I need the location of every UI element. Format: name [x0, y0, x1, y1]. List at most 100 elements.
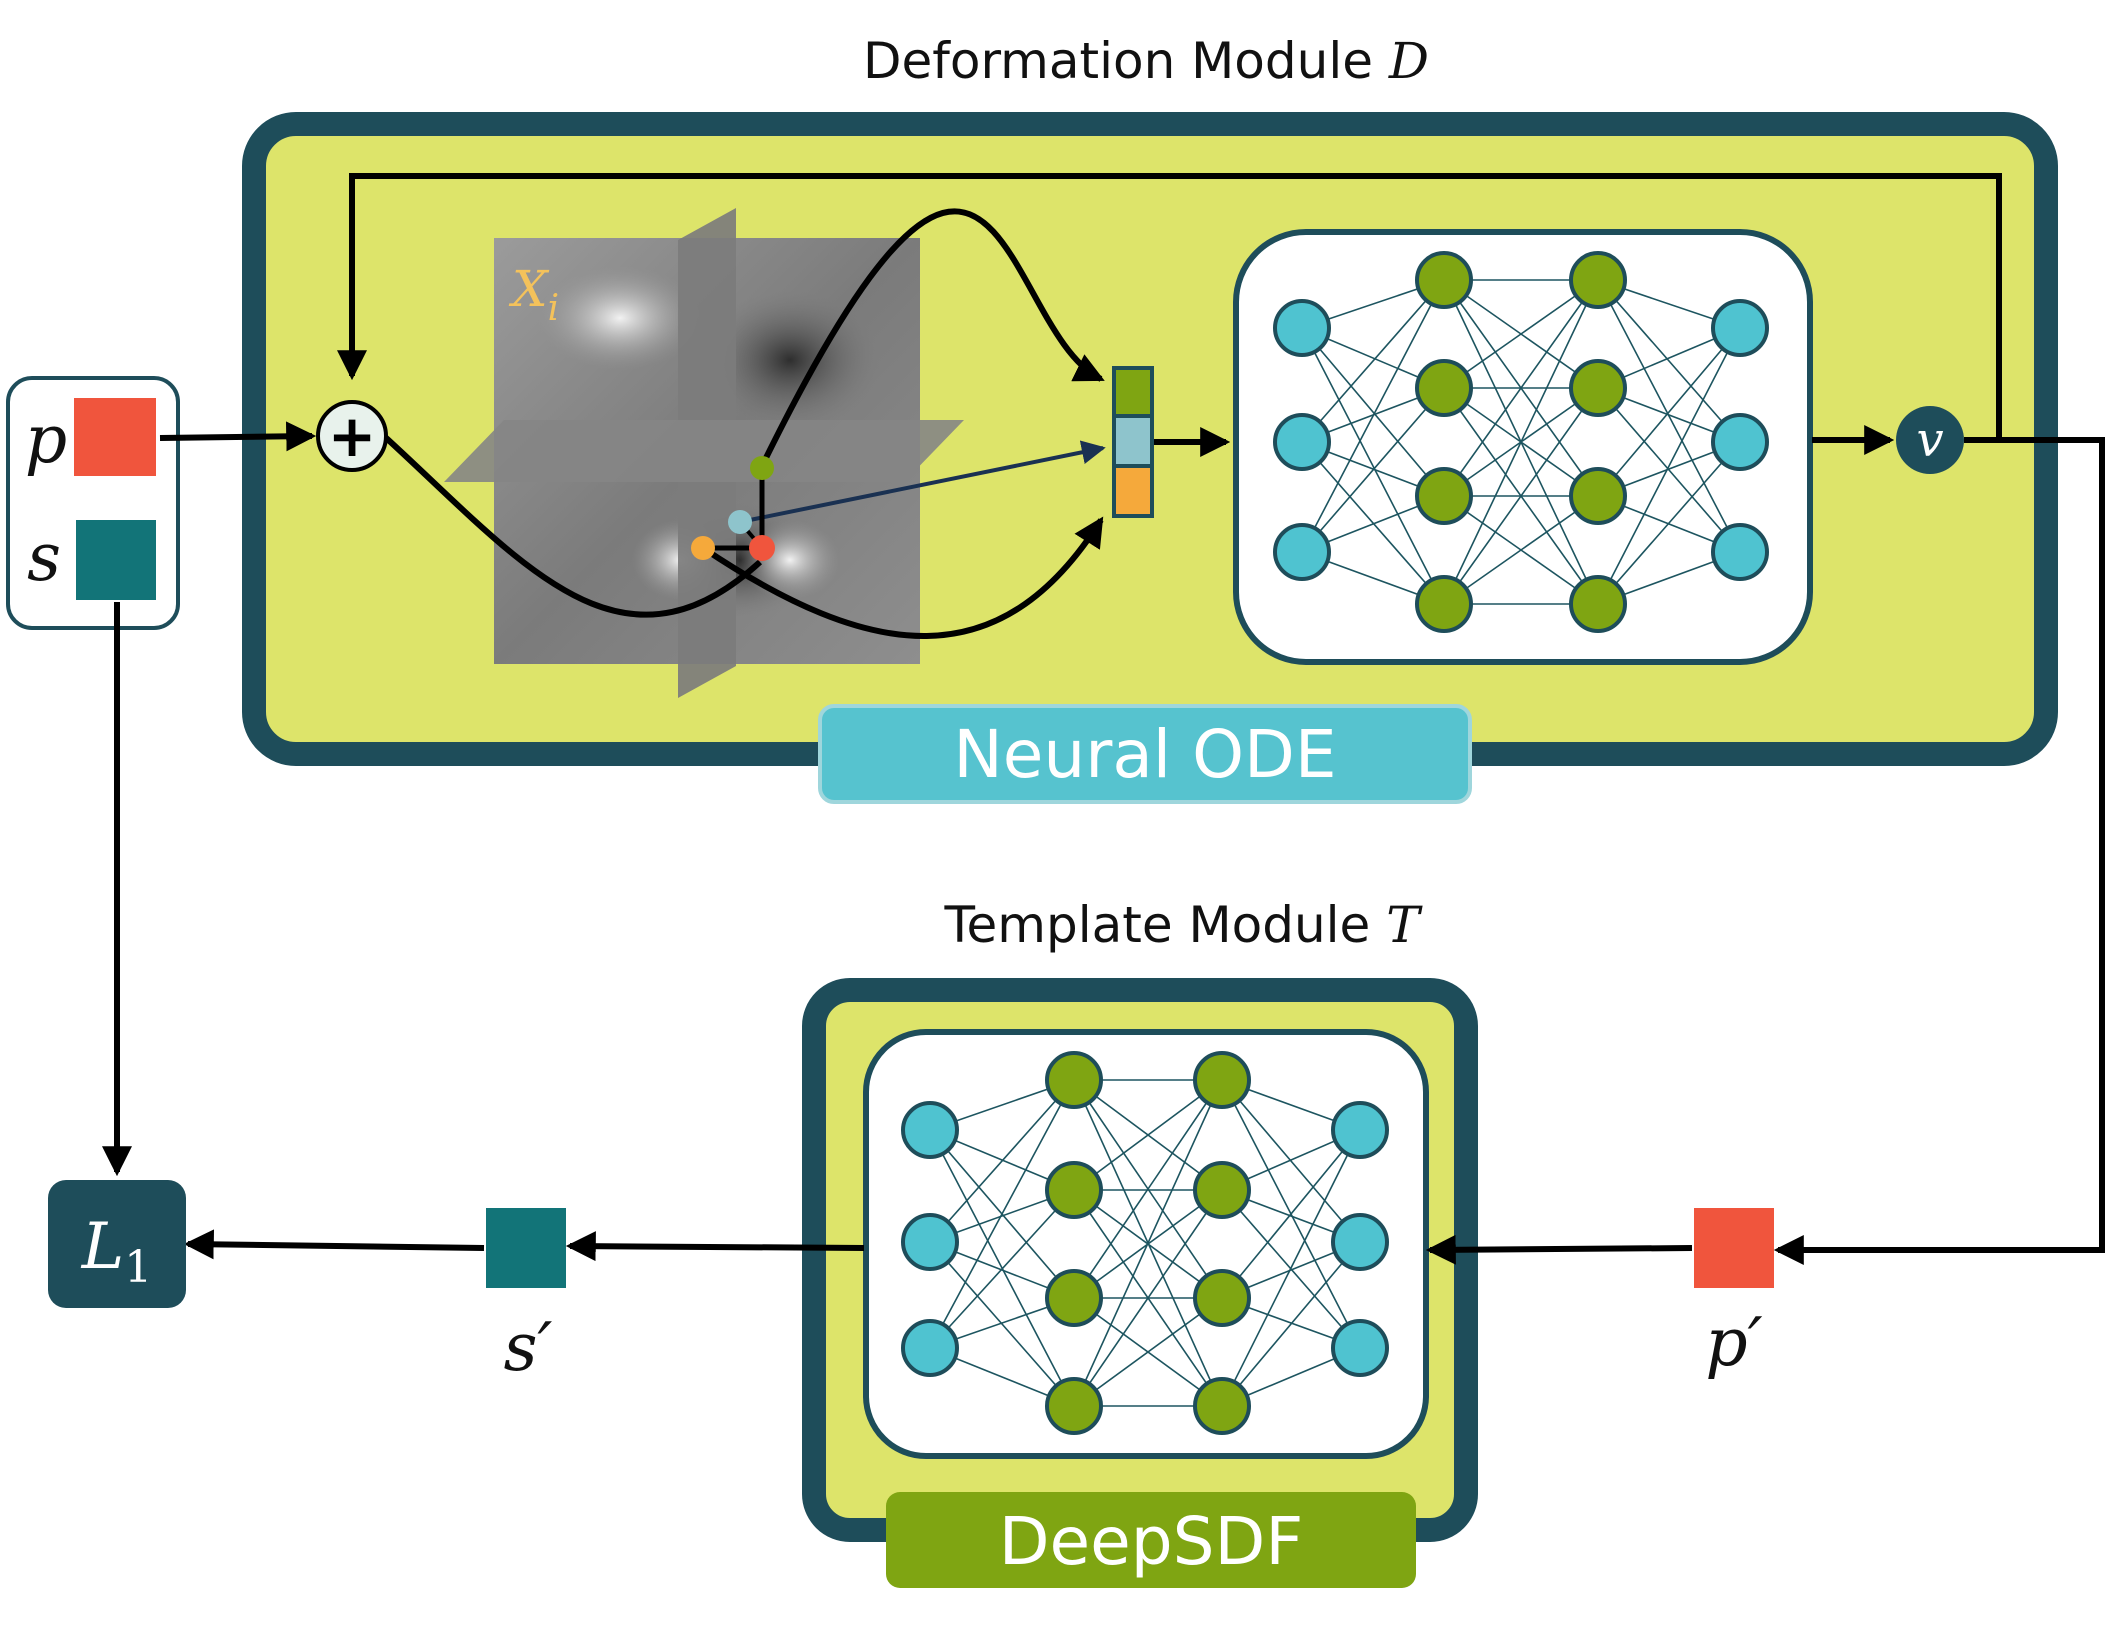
velocity-node: [1896, 406, 1964, 474]
p-to-plus-arrow: [159, 421, 317, 452]
mlp-connection: [1597, 279, 1741, 443]
mlp-connection: [1443, 279, 1599, 497]
plus-symbol: +: [328, 402, 377, 470]
mlp-connection: [1597, 387, 1741, 553]
mlp-connection: [1443, 495, 1599, 605]
mlp-io-node: [1331, 1319, 1389, 1377]
mlp-connection: [1221, 1129, 1361, 1299]
mlp-connection: [1221, 1241, 1361, 1407]
deepsdf-badge: [886, 1492, 1416, 1588]
deformation-module-title: Deformation Module D: [863, 32, 1429, 90]
mlp-hidden-node: [1193, 1051, 1251, 1109]
mlp-connection: [1073, 1079, 1223, 1407]
mlp-hidden-node: [1415, 575, 1473, 633]
mlp-io-node: [1331, 1213, 1389, 1271]
p-prime-to-template-arrow: [1425, 1234, 1693, 1265]
mlp-io-node: [901, 1101, 959, 1159]
mlp-hidden-node: [1045, 1377, 1103, 1435]
mlp-io-node: [901, 1319, 959, 1377]
mlp-connection: [1073, 1079, 1223, 1191]
red-sample-dot: [749, 535, 775, 561]
mlp-connection: [1301, 327, 1445, 605]
mlp-io-node: [1711, 413, 1769, 471]
mlp-connection: [1073, 1297, 1223, 1407]
sample-curve-orange: [701, 516, 1104, 639]
mlp-io-node: [901, 1213, 959, 1271]
mlp-hidden-node: [1045, 1269, 1103, 1327]
p-square: [74, 398, 156, 476]
sample-curve-green: [759, 208, 1105, 468]
p-label: p: [25, 401, 67, 478]
template-module-symbol: T: [1386, 896, 1423, 954]
mlp-hidden-node: [1415, 467, 1473, 525]
mlp-hidden-node: [1569, 359, 1627, 417]
neural-ode-label: Neural ODE: [953, 716, 1336, 793]
mlp-connection: [929, 1189, 1075, 1349]
mlp-connection: [929, 1079, 1075, 1349]
p-prime-square: [1694, 1208, 1774, 1288]
mlp-hidden-node: [1415, 359, 1473, 417]
s-prime-square: [486, 1208, 566, 1288]
mlp-connection: [1301, 279, 1445, 553]
mlp-hidden-node: [1415, 251, 1473, 309]
feature-vector: [1112, 366, 1154, 518]
feedback-loop-arrow: [337, 173, 2002, 438]
sample-points: [691, 456, 775, 561]
mlp-connection: [1597, 327, 1741, 497]
mlp-connection: [1597, 327, 1741, 605]
mlp-connection: [1301, 327, 1445, 497]
neural-ode-badge: [818, 704, 1472, 804]
mlp-connection: [1221, 1079, 1361, 1243]
velocity-symbol: v: [1916, 412, 1943, 468]
sdf-mlp: [901, 1051, 1389, 1435]
template-to-s-prime-arrow: [565, 1231, 865, 1262]
mlp-hidden-node: [1193, 1161, 1251, 1219]
mlp-hidden-node: [1569, 575, 1627, 633]
p-prime-label: p′: [1705, 1304, 1762, 1381]
mlp-connection: [1221, 1129, 1361, 1407]
v-to-p-prime-arrow: [1773, 437, 2105, 1265]
blue-sample-dot: [728, 510, 752, 534]
loss-box: [48, 1180, 186, 1308]
mlp-connection: [1073, 1189, 1223, 1407]
mlp-connection: [1073, 1079, 1223, 1299]
mlp-connection: [1301, 387, 1445, 553]
plus-to-volume-curve: [381, 433, 763, 618]
mlp-connection: [1301, 441, 1445, 605]
volume-label: Xi: [508, 260, 559, 329]
s-label: s: [27, 519, 61, 596]
mlp-hidden-node: [1193, 1377, 1251, 1435]
mlp-io-node: [1711, 299, 1769, 357]
mlp-connection: [1597, 279, 1741, 553]
mlp-hidden-node: [1045, 1161, 1103, 1219]
mlp-hidden-node: [1193, 1269, 1251, 1327]
mlp-connection: [1597, 441, 1741, 605]
mlp-connection: [1443, 279, 1599, 389]
plus-node: [316, 400, 388, 472]
s-square: [76, 520, 156, 600]
mlp-hidden-node: [1569, 467, 1627, 525]
mlp-io-node: [1331, 1101, 1389, 1159]
ode-mlp: [1273, 251, 1769, 633]
mlp-hidden-node: [1045, 1051, 1103, 1109]
mlp-connection: [1443, 279, 1599, 605]
template-module-title: Template Module T: [943, 896, 1423, 954]
mlp-io-node: [1711, 523, 1769, 581]
mlp-connection: [1301, 279, 1445, 443]
loss-label: L1: [81, 1210, 153, 1293]
mlp-connection: [1443, 387, 1599, 605]
s-prime-to-loss-arrow: [183, 1229, 485, 1260]
mlp-hidden-node: [1569, 251, 1627, 309]
mlp-connection: [929, 1079, 1075, 1243]
green-sample-dot: [750, 456, 774, 480]
mlp-io-node: [1273, 299, 1331, 357]
mlp-connection: [929, 1241, 1075, 1407]
deformation-module-symbol: D: [1388, 32, 1429, 90]
s-prime-label: s′: [504, 1309, 553, 1386]
deepsdf-label: DeepSDF: [999, 1503, 1304, 1580]
orange-sample-dot: [691, 536, 715, 560]
mlp-io-node: [1273, 523, 1331, 581]
mlp-io-node: [1273, 413, 1331, 471]
sample-curve-blue: [739, 440, 1106, 524]
